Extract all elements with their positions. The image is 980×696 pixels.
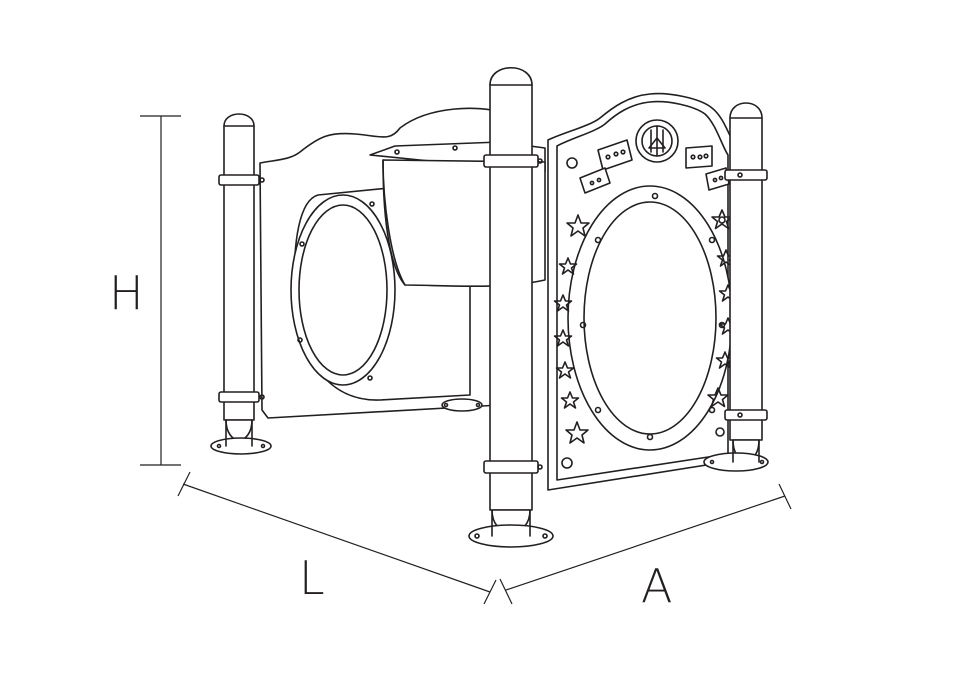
width-start-tick (499, 578, 513, 605)
foot-back-middle (441, 398, 483, 412)
height-label: H (109, 266, 144, 320)
porthole-opening (567, 185, 733, 451)
post-front (468, 66, 554, 548)
width-end-tick (778, 483, 792, 510)
width-dimension-line (505, 495, 786, 591)
post-back-left (210, 113, 272, 455)
front-panel (547, 92, 739, 491)
width-label: A (641, 559, 673, 613)
length-end-tick (483, 579, 497, 605)
length-start-tick (177, 471, 191, 497)
post-right (703, 102, 769, 472)
length-label: L (299, 551, 325, 605)
star-icon (553, 209, 738, 444)
dimension-lines (140, 115, 792, 605)
length-dimension-line (182, 483, 491, 593)
medallion-icon (635, 119, 679, 163)
bolt-icon (579, 139, 730, 194)
